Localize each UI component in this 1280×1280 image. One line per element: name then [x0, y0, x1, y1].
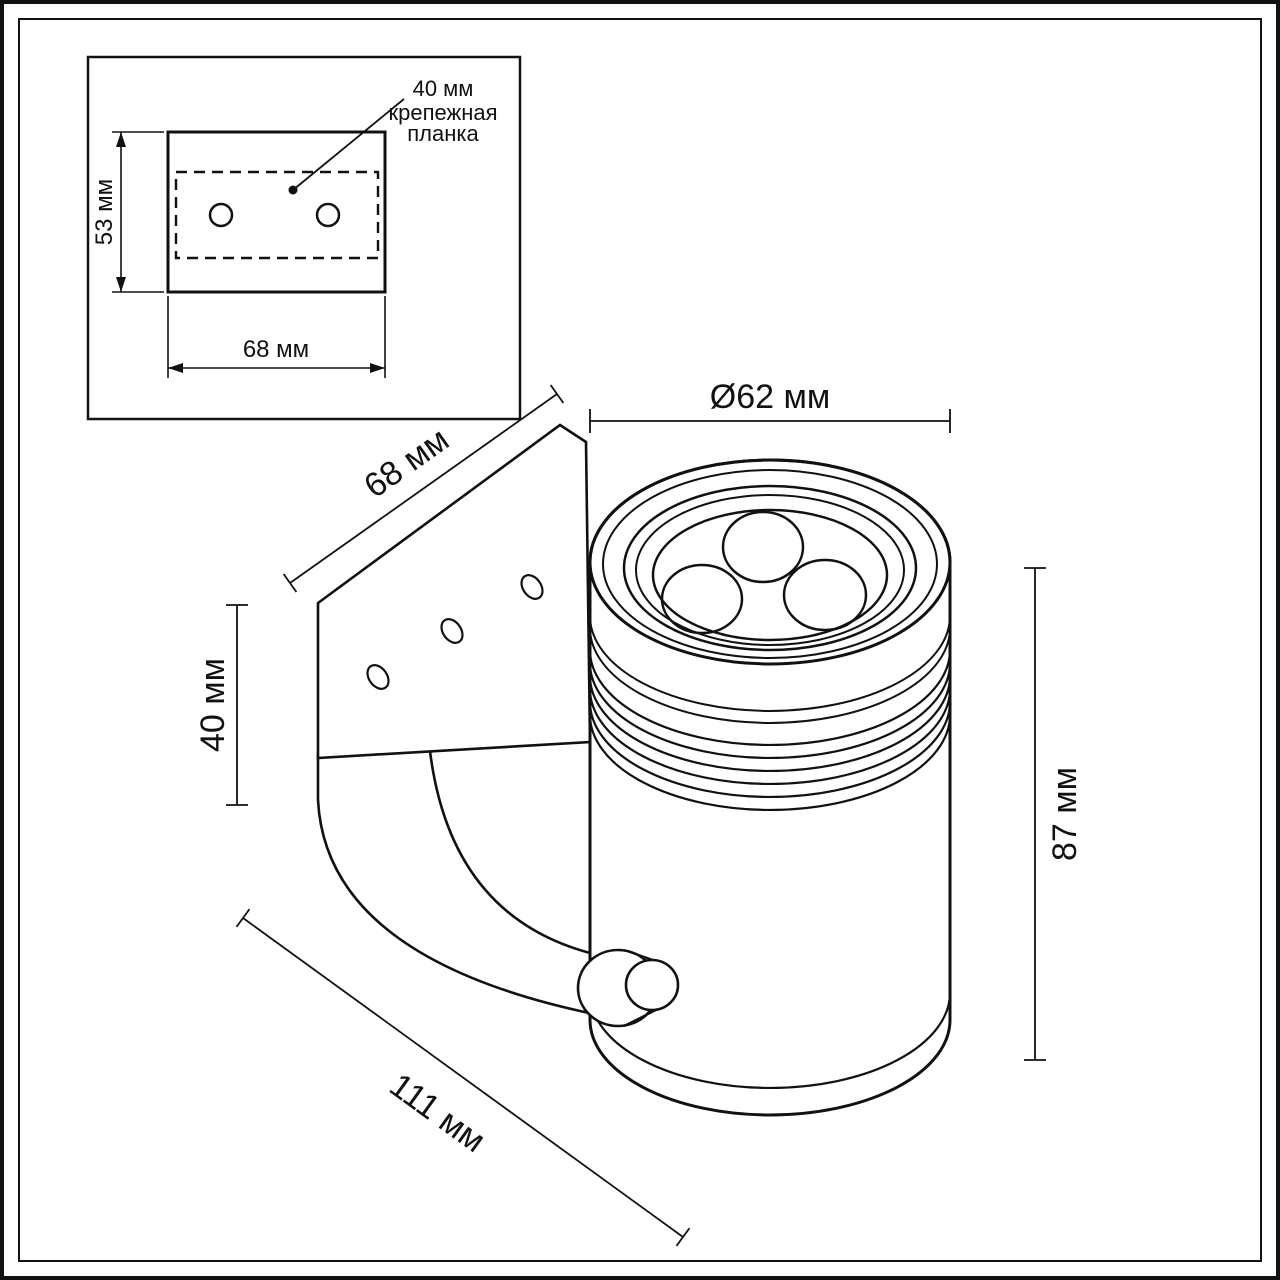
bracket-height-label: 40 мм [194, 658, 232, 752]
arrowhead-down [116, 277, 126, 292]
mounting-hole-right [315, 202, 341, 228]
pivot-knob [576, 948, 680, 1028]
frame-inner-border [18, 18, 1262, 1262]
dim-body-height: 87 мм [1024, 567, 1084, 1061]
fin-line [588, 675, 952, 773]
callout-text-line1: крепежная [388, 100, 497, 125]
fin-line [588, 649, 952, 747]
body-height-label: 87 мм [1046, 767, 1084, 861]
cooling-fins [588, 649, 952, 812]
arrowhead-left [168, 363, 183, 373]
mounting-plate-outline [166, 130, 387, 294]
bracket-hole-1 [366, 664, 390, 690]
top-face [588, 458, 952, 666]
lens-3 [782, 558, 868, 632]
fin-line [588, 701, 952, 799]
callout-text-line2: планка [407, 121, 479, 146]
inset-width-label: 68 мм [243, 336, 309, 363]
pivot-knob-bottom-edge [623, 1009, 657, 1027]
bracket-hole-3 [520, 574, 544, 600]
inset-height-label: 53 мм [91, 179, 118, 245]
callout-value-label: 40 мм [413, 76, 474, 101]
dimension-line [289, 393, 558, 584]
end-tick [549, 384, 565, 404]
main-view: Ø62 мм 68 мм 40 мм 87 мм 111 [194, 378, 1084, 1247]
end-tick [235, 908, 251, 928]
mounting-strip-dashed [174, 170, 380, 260]
top-recess-outer [622, 484, 918, 652]
dimension-line [242, 917, 684, 1238]
groove-line [589, 627, 951, 724]
arrowhead-right [370, 363, 385, 373]
bracket-arm-inner-edge [428, 750, 613, 960]
top-recess-inner [635, 494, 905, 646]
mounting-hole-left [208, 202, 234, 228]
overall-length-label: 111 мм [383, 1066, 493, 1160]
top-rim-outer [588, 458, 952, 666]
dim-diameter: Ø62 мм [589, 378, 951, 433]
fin-line [588, 714, 952, 812]
pivot-knob-face [624, 958, 680, 1012]
diameter-label: Ø62 мм [710, 378, 830, 416]
bracket-arm-fill [318, 751, 622, 1016]
end-tick [675, 1227, 691, 1247]
lens-2 [660, 563, 744, 635]
inset-dim-width: 68 мм [167, 296, 386, 378]
neck-grooves [589, 615, 951, 724]
top-rim-bevel [602, 469, 938, 659]
inset-callout: 40 мм крепежная планка [288, 76, 498, 195]
arrowhead-up [116, 132, 126, 147]
bracket-width-label: 68 мм [357, 420, 456, 505]
inset-view: 40 мм крепежная планка 53 мм 68 мм [86, 55, 522, 421]
groove-line [589, 615, 951, 712]
fin-line [588, 662, 952, 760]
end-tick [282, 573, 298, 593]
dim-bracket-height: 40 мм [194, 604, 248, 806]
base-seam-line [588, 992, 952, 1090]
callout-leader-line [292, 98, 405, 191]
fin-line [588, 688, 952, 786]
lens-plate [651, 508, 889, 642]
bracket-hole-2 [440, 618, 464, 644]
lens-1 [721, 510, 805, 584]
bracket-arm-outer-edge [316, 799, 595, 1016]
inset-dim-height: 53 мм [91, 131, 164, 293]
